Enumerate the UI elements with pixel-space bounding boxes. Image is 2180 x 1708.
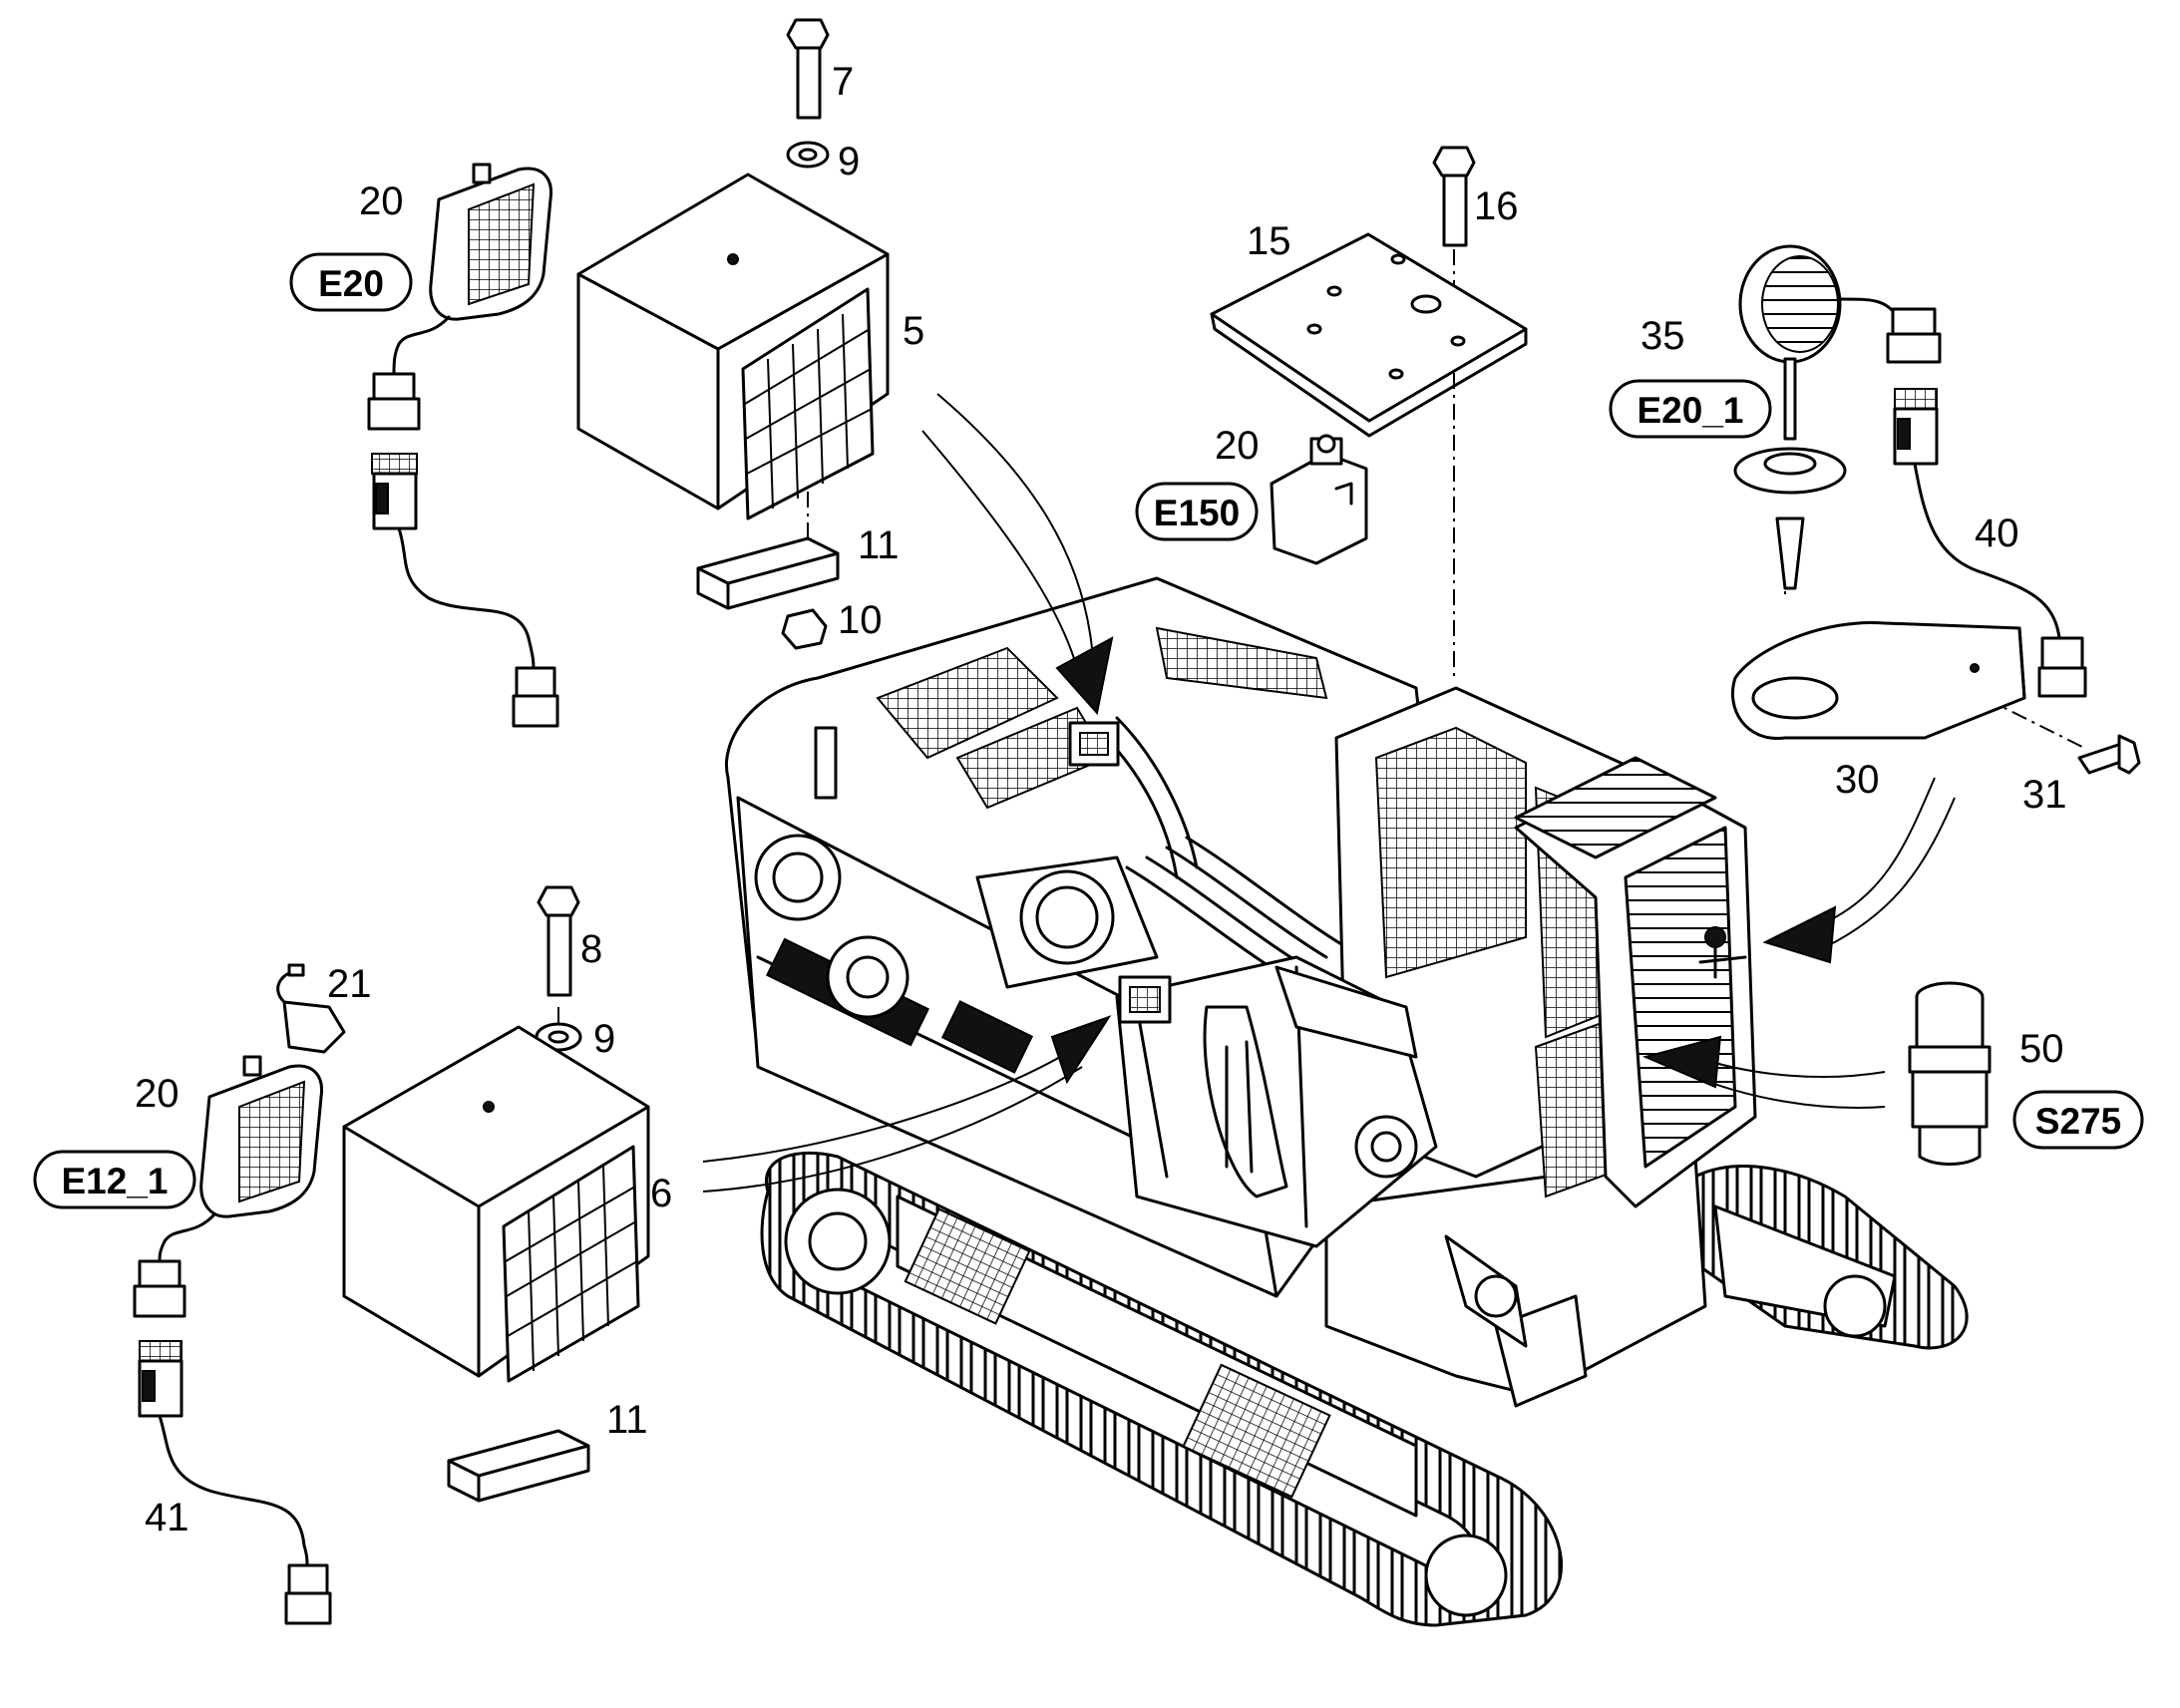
protective-grille-cage-icon <box>342 1025 650 1383</box>
callout-30: 30 <box>1835 758 1880 802</box>
callout-50: 50 <box>2019 1027 2064 1071</box>
tag-e150: E150 <box>1135 482 1259 541</box>
callout-15: 15 <box>1247 219 1291 263</box>
callout-5: 5 <box>903 309 924 353</box>
connector-cable-icon <box>133 1212 332 1625</box>
connector-cable-icon <box>1886 307 2087 698</box>
tag-e20-1-label: E20_1 <box>1637 390 1744 431</box>
callout-16: 16 <box>1474 184 1519 228</box>
tag-s275: S275 <box>2012 1090 2144 1150</box>
callout-9: 9 <box>593 1017 615 1061</box>
tag-e12-1-label: E12_1 <box>62 1161 169 1201</box>
callout-6: 6 <box>650 1172 672 1215</box>
nut-icon <box>781 608 828 650</box>
callout-9: 9 <box>838 140 860 183</box>
callout-21: 21 <box>327 962 372 1006</box>
tag-e150-label: E150 <box>1154 493 1240 533</box>
tag-s275-label: S275 <box>2035 1101 2121 1142</box>
callout-20: 20 <box>1215 424 1260 468</box>
callout-11: 11 <box>858 523 900 567</box>
callout-31: 31 <box>2022 773 2067 817</box>
callout-41: 41 <box>145 1496 189 1539</box>
component-tags: E20 E150 E20_1 E12_1 S275 <box>33 252 2144 1209</box>
spacer-block-icon <box>696 536 840 610</box>
work-light-icon <box>199 1055 324 1218</box>
mounting-bolt-icon <box>786 18 830 120</box>
round-beacon-light-icon <box>1733 244 1902 590</box>
work-light-icon <box>1270 434 1368 565</box>
switch-icon <box>1908 981 1992 1166</box>
tag-e12-1: E12_1 <box>33 1150 196 1209</box>
callout-8: 8 <box>580 927 602 971</box>
callout-labels: 7 9 20 5 11 10 16 15 20 35 40 30 31 8 21… <box>135 60 2067 1539</box>
bracket-icon <box>1730 620 2026 740</box>
callout-35: 35 <box>1640 314 1685 358</box>
tag-e20-1: E20_1 <box>1609 379 1772 439</box>
mounting-bolt-icon <box>1432 146 1476 247</box>
excavator-icon <box>725 576 1969 1627</box>
spacer-block-icon <box>447 1429 590 1503</box>
callout-20: 20 <box>135 1072 180 1116</box>
work-light-icon <box>429 163 553 321</box>
callout-10: 10 <box>838 598 883 642</box>
connector-cable-icon <box>367 315 559 728</box>
protective-grille-cage-icon <box>576 172 890 520</box>
bulb-icon <box>276 963 346 1054</box>
mounting-bolt-icon <box>537 885 580 997</box>
mounting-plate-icon <box>1210 232 1528 438</box>
callout-11: 11 <box>606 1398 648 1442</box>
callout-20: 20 <box>359 179 404 223</box>
callout-7: 7 <box>832 60 854 104</box>
callout-arrows <box>702 393 1956 1193</box>
washer-icon <box>786 141 830 169</box>
grille-openings <box>741 287 875 520</box>
mounting-bolt-icon <box>2077 734 2141 775</box>
tag-e20-label: E20 <box>318 263 384 304</box>
tag-e20: E20 <box>289 252 413 312</box>
callout-40: 40 <box>1975 512 2019 555</box>
